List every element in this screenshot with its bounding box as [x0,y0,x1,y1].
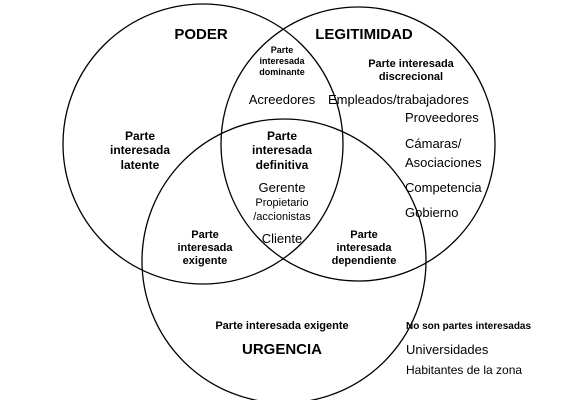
outside-title: No son partes interesadas [406,321,532,332]
definitiva-line-3: definitiva [255,157,309,172]
dominante-line-1: Parte [270,45,294,55]
discrecional-item-4: Asociaciones [405,155,482,170]
circle-poder [62,3,344,285]
region-dominante: Parte interesada dominante [245,45,319,77]
set-label-legitimidad: LEGITIMIDAD [315,26,413,43]
region-dependiente: Parte interesada dependiente [322,229,406,269]
discrecional-item-6: Gobierno [405,205,459,220]
latente-line-3: latente [120,157,160,172]
peligrosa-line-1: Parte [191,229,219,241]
dominante-item: Acreedores [248,92,316,107]
definitiva-item-4: Cliente [261,231,303,246]
discrecional-item-2: Proveedores [405,110,479,125]
set-label-poder: PODER [174,26,228,43]
outside-item-2: Habitantes de la zona [406,363,523,377]
dominante-line-3: dominante [259,66,305,77]
definitiva-line-1: Parte [266,129,298,143]
discrecional-item-1: Empleados/trabajadores [328,92,469,107]
discrecional-item-3: Cámaras/ [405,136,462,151]
region-discrecional: Parte interesada discrecional [355,58,467,84]
definitiva-item-1: Gerente [258,180,306,195]
definitiva-item-3: /accionistas [253,211,311,223]
peligrosa-line-3: exigente [182,255,228,268]
region-poder-urgencia: Parte interesada exigente [163,229,247,269]
region-latente: Parte interesada latente [98,129,182,172]
region-definitiva: Parte interesada definitiva [241,129,323,172]
discrecional-item-5: Competencia [405,180,482,195]
dominante-line-2: interesada [259,55,305,66]
peligrosa-line-2: interesada [177,242,233,255]
latente-line-2: interesada [109,143,171,158]
latente-line-1: Parte [124,129,156,143]
region-exigente: Parte interesada exigente [215,320,349,332]
discrecional-line-1: Parte interesada [368,58,454,70]
dependiente-line-3: dependiente [331,255,397,268]
definitiva-item-2: Propietario [255,197,309,209]
definitiva-line-2: interesada [251,143,313,158]
set-label-urgencia: URGENCIA [241,341,322,358]
dependiente-line-2: interesada [336,242,392,255]
circle-legitimidad [220,6,496,282]
outside-item-1: Universidades [406,342,489,357]
dependiente-line-1: Parte [350,229,378,241]
discrecional-line-2: discrecional [378,71,444,84]
